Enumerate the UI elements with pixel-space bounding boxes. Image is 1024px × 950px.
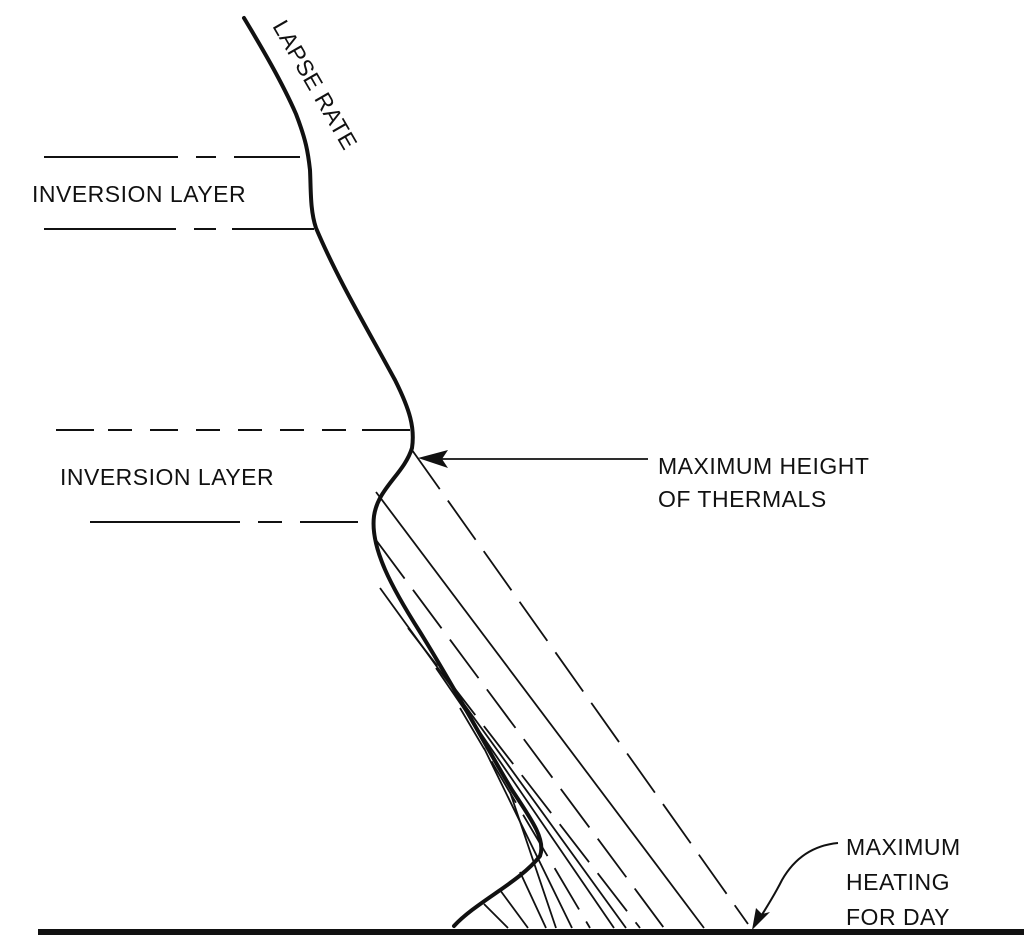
thermal-line-5 xyxy=(407,627,641,929)
thermal-line-1 xyxy=(411,449,749,925)
thermal-line-2 xyxy=(375,491,705,929)
thermal-line-12 xyxy=(483,903,509,929)
thermal-line-6 xyxy=(435,667,615,929)
max-heating-arrow-head xyxy=(752,908,770,930)
thermal-line-11 xyxy=(499,889,529,929)
upper-inversion-label: INVERSION LAYER xyxy=(32,181,246,207)
lapse-rate-curve xyxy=(242,16,544,928)
max-heating-label-line2: HEATING xyxy=(846,869,950,895)
max-height-arrow-head xyxy=(418,450,448,468)
thermal-line-3 xyxy=(375,539,665,929)
max-height-label-line2: OF THERMALS xyxy=(658,486,827,512)
thermal-line-10 xyxy=(519,871,547,929)
max-heating-arrow-line xyxy=(759,842,839,919)
max-heating-label-line3: FOR DAY xyxy=(846,904,950,930)
lower-inversion-label: INVERSION LAYER xyxy=(60,464,274,490)
thermal-line-8 xyxy=(483,747,573,929)
thermal-line-7 xyxy=(459,707,591,929)
thermal-line-9 xyxy=(509,791,557,929)
max-height-label-line1: MAXIMUM HEIGHT xyxy=(658,453,869,479)
max-heating-label-line1: MAXIMUM xyxy=(846,834,961,860)
